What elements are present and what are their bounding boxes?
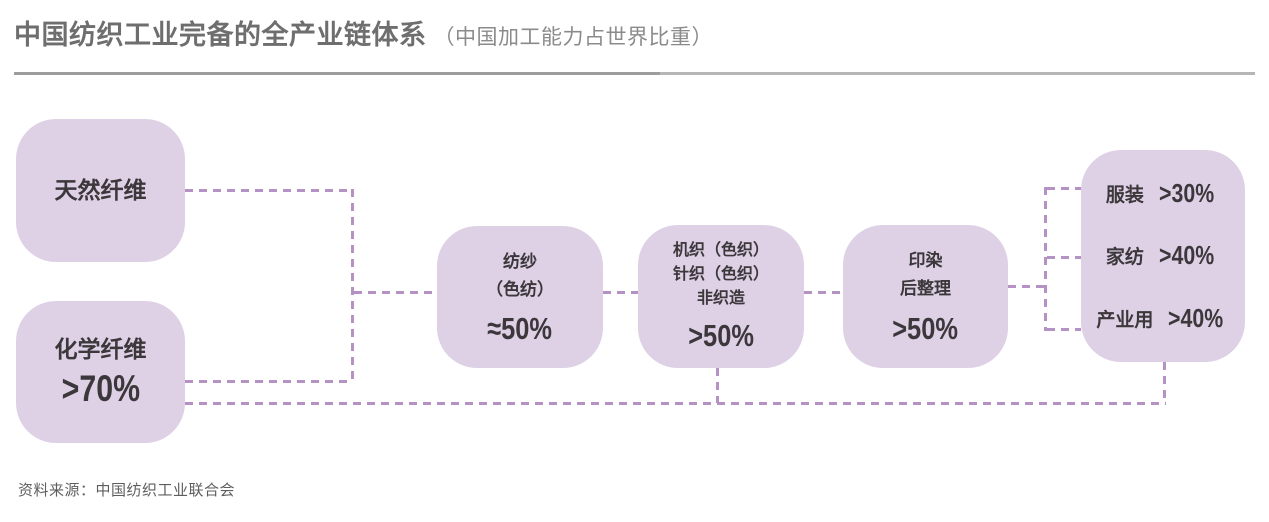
- page-title: 中国纺织工业完备的全产业链体系: [14, 20, 427, 50]
- end-use-row-apparel: 服装 >30%: [1106, 178, 1220, 209]
- node-fabric: 机织（色织） 针织（色织） 非织造 >50%: [638, 225, 804, 368]
- node-spinning: 纺纱 （色纺） ≈50%: [437, 226, 603, 368]
- natural-fiber-label: 天然纤维: [54, 177, 147, 204]
- connector-branch-vertical: [1044, 187, 1047, 331]
- node-end-use: 服装 >30% 家纺 >40% 产业用 >40%: [1081, 150, 1245, 362]
- node-dyeing: 印染 后整理 >50%: [843, 225, 1008, 368]
- chemical-fiber-label: 化学纤维: [54, 335, 147, 362]
- apparel-label: 服装: [1105, 184, 1144, 206]
- spinning-label-line2: （色纺）: [486, 279, 554, 299]
- connector-branch-to-hometextile: [1047, 256, 1081, 259]
- connector-fabric-to-bypass: [716, 368, 719, 403]
- dyeing-value: >50%: [892, 310, 959, 346]
- connector-branch-to-apparel: [1047, 187, 1081, 190]
- end-use-row-home-textile: 家纺 >40%: [1106, 240, 1220, 271]
- connector-bottom-bypass: [185, 402, 1166, 405]
- dyeing-label-line2: 后整理: [900, 279, 951, 299]
- connector-natural-to-junction: [185, 189, 353, 192]
- divider-right-segment: [660, 72, 1255, 75]
- fabric-value: >50%: [688, 318, 754, 354]
- fabric-label-line1: 机织（色织）: [672, 242, 769, 260]
- connector-enduse-to-bypass: [1163, 362, 1166, 403]
- home-textile-label: 家纺: [1105, 247, 1144, 269]
- fabric-label-line3: 非织造: [696, 290, 745, 308]
- connector-chemical-to-junction: [185, 380, 352, 383]
- dyeing-label-line1: 印染: [908, 251, 943, 271]
- connector-spinning-to-fabric: [603, 291, 638, 294]
- apparel-value: >30%: [1158, 177, 1215, 208]
- end-use-row-industrial: 产业用 >40%: [1096, 303, 1229, 334]
- chemical-fiber-value: >70%: [61, 367, 140, 409]
- connector-junction-to-spinning: [354, 291, 437, 294]
- divider-left-segment: [14, 72, 660, 75]
- industrial-value: >40%: [1168, 303, 1224, 334]
- fabric-label-line2: 针织（色织）: [672, 266, 769, 284]
- page-subtitle: （中国加工能力占世界比重）: [433, 26, 713, 49]
- node-natural-fiber: 天然纤维: [16, 119, 185, 262]
- node-chemical-fiber: 化学纤维 >70%: [16, 301, 185, 443]
- spinning-label-line1: 纺纱: [503, 251, 537, 271]
- header: 中国纺织工业完备的全产业链体系 （中国加工能力占世界比重）: [14, 13, 713, 52]
- industrial-label: 产业用: [1096, 310, 1154, 332]
- connector-junction-vertical: [351, 189, 354, 382]
- spinning-value: ≈50%: [487, 311, 553, 346]
- connector-fabric-to-dyeing: [804, 291, 843, 294]
- source-note: 资料来源：中国纺织工业联合会: [18, 482, 236, 499]
- connector-branch-to-industrial: [1047, 328, 1081, 331]
- home-textile-value: >40%: [1158, 240, 1215, 271]
- connector-dyeing-to-branch: [1008, 285, 1046, 288]
